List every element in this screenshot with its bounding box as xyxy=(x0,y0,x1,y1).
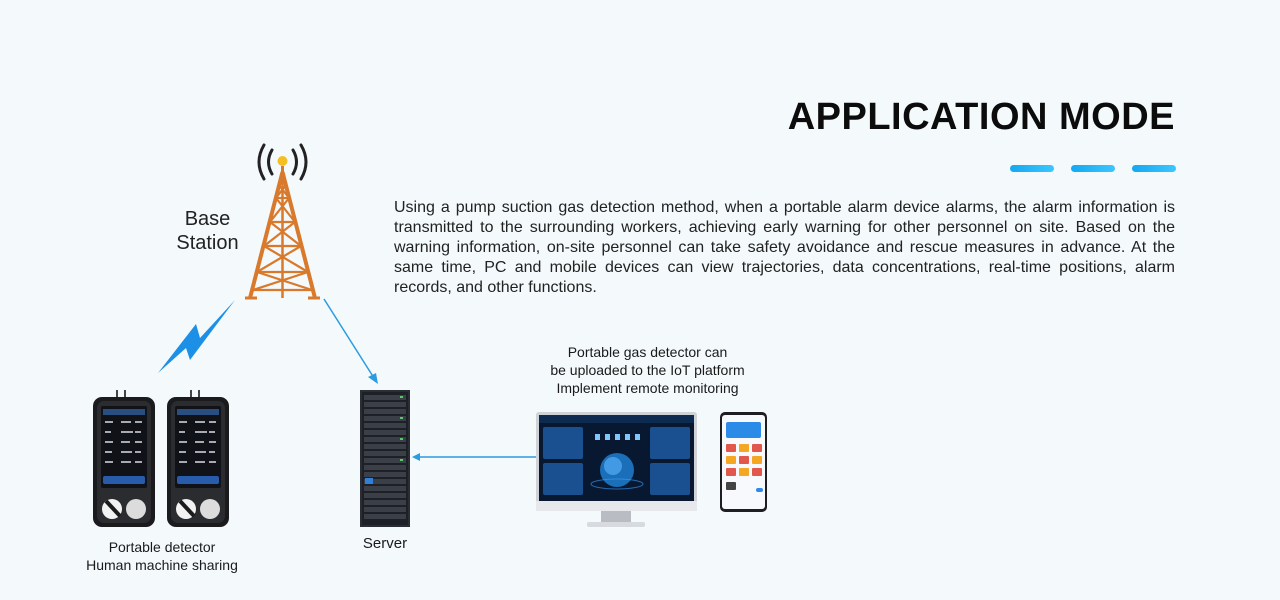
decor-dash xyxy=(1071,165,1115,172)
desktop-monitor-icon xyxy=(536,412,697,527)
gas-detector-icon xyxy=(93,390,229,527)
radio-tower-icon xyxy=(245,143,320,300)
decor-dash xyxy=(1010,165,1054,172)
description-text: Using a pump suction gas detection metho… xyxy=(394,199,1175,296)
base-station-label: Base Station xyxy=(176,208,239,254)
platform-to-server-arrow xyxy=(412,453,538,461)
tower-to-server-arrow xyxy=(323,298,378,384)
server-rack-icon xyxy=(360,390,410,527)
detector-label: Portable detector Human machine sharing xyxy=(86,539,238,573)
server-label: Server xyxy=(362,535,408,552)
lightning-icon xyxy=(158,300,235,373)
page-title: APPLICATION MODE xyxy=(787,96,1175,138)
title-decoration xyxy=(1010,165,1176,173)
smartphone-icon xyxy=(720,412,767,512)
decor-dash xyxy=(1132,165,1176,172)
iot-platform-label: Portable gas detector can be uploaded to… xyxy=(550,344,745,396)
